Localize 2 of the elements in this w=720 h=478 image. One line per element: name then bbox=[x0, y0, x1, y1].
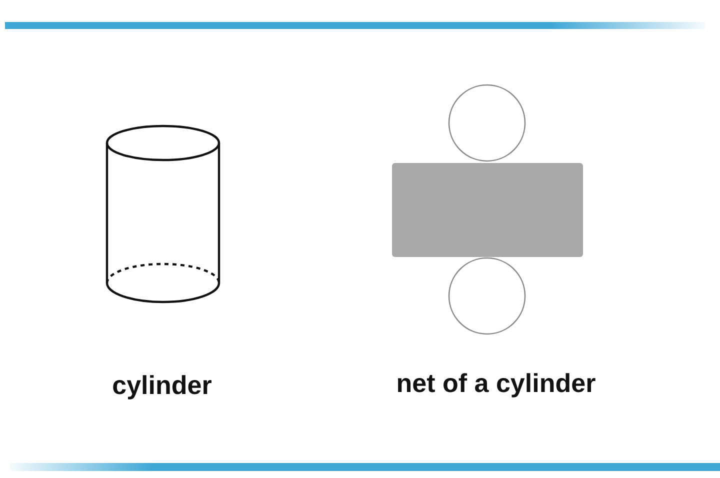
figure-caption: cylinder bbox=[112, 370, 212, 400]
figure-caption: net of a cylinder bbox=[396, 368, 596, 398]
